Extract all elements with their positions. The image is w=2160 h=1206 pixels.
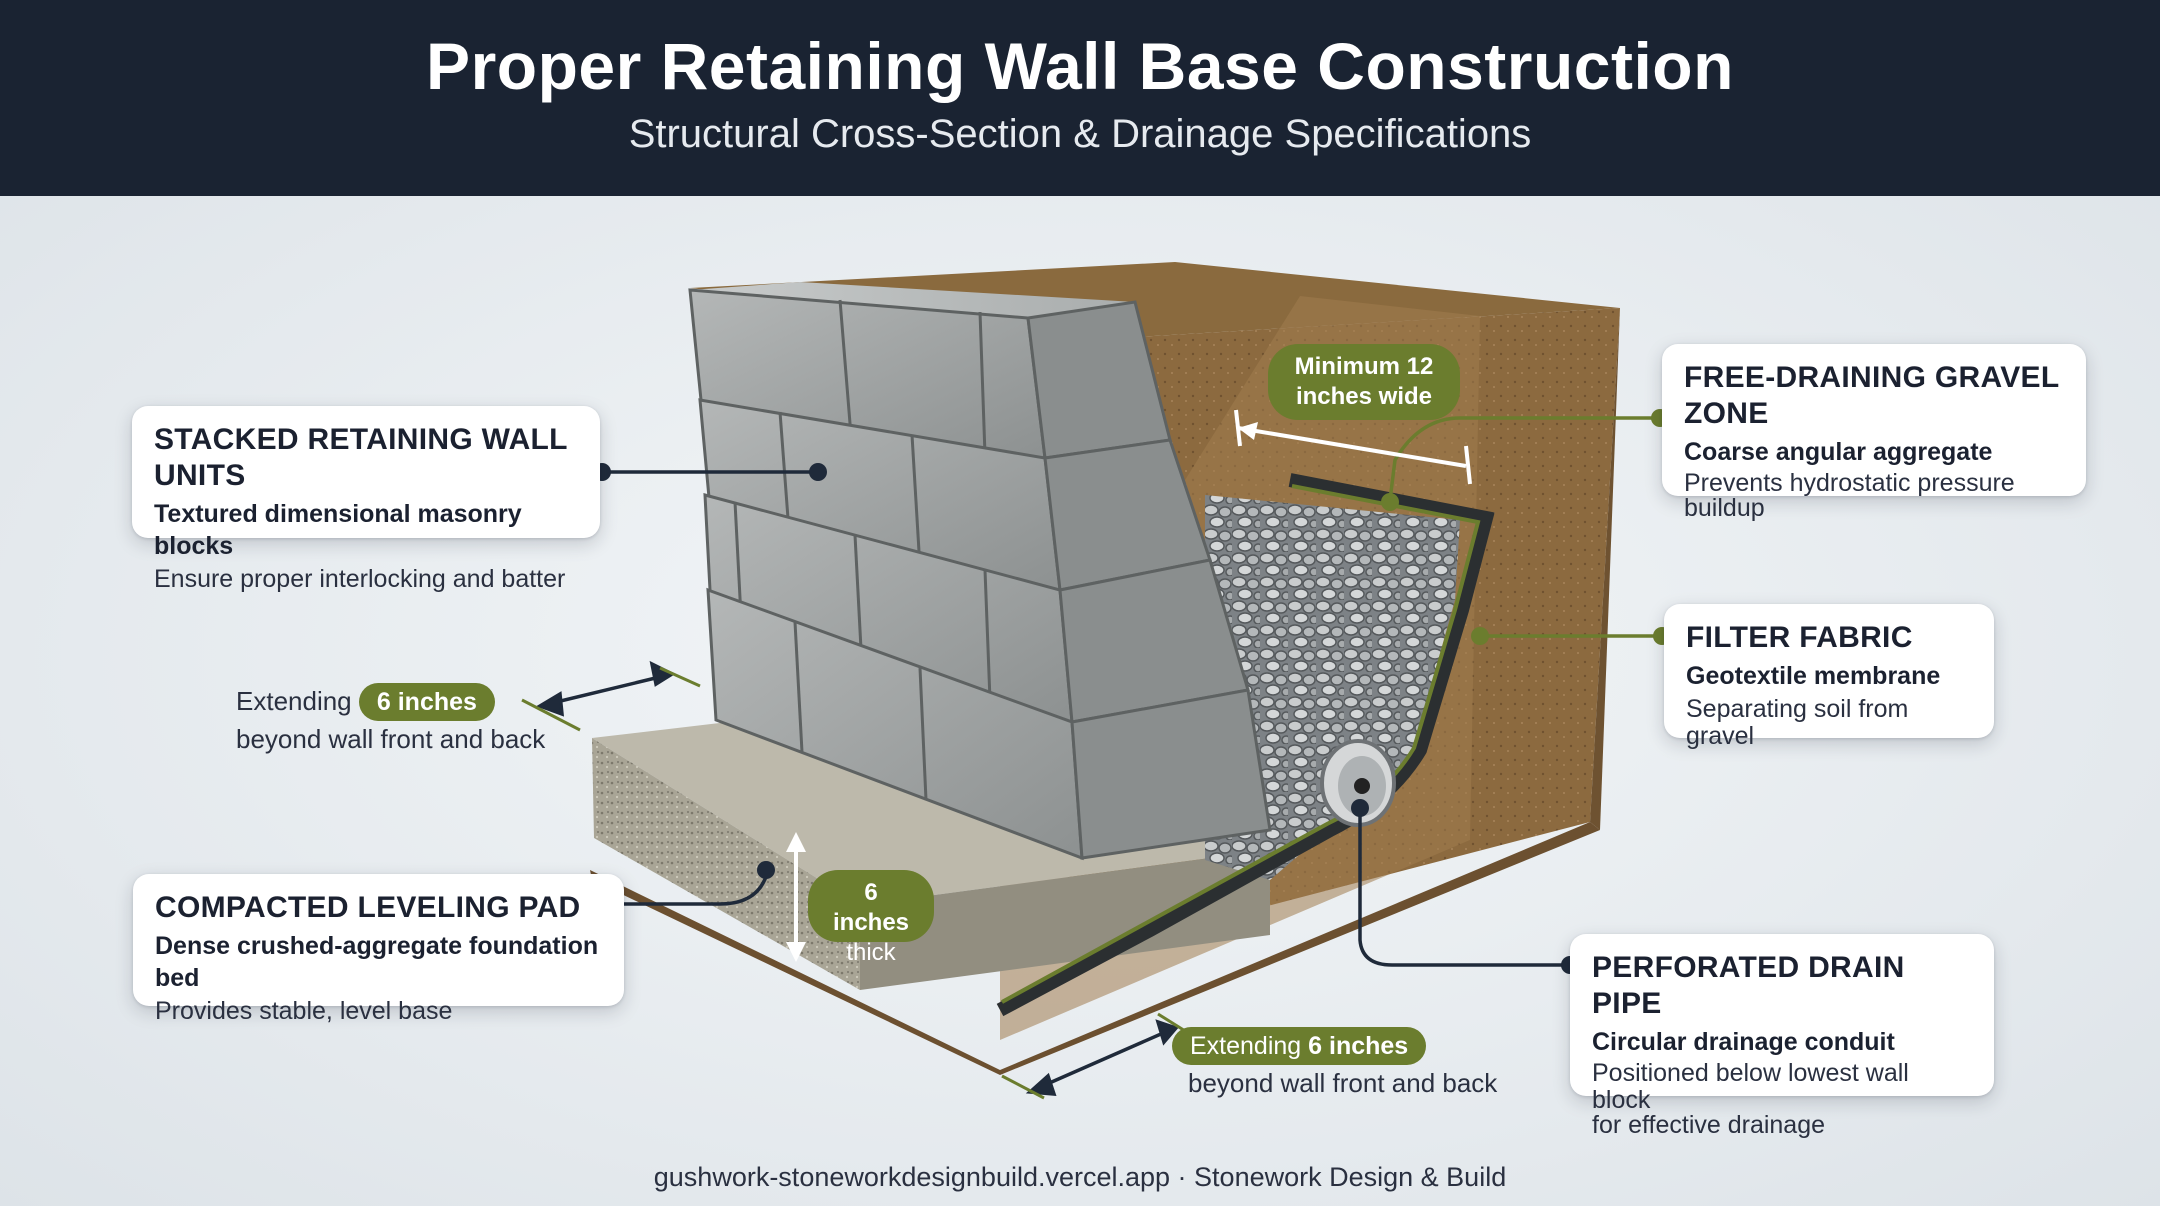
gravel-zone [1205,495,1460,880]
callout-description-cont: for effective drainage [1592,1111,1826,1139]
callout-description: Positioned below lowest wall block [1592,1059,1909,1114]
callout-title: FREE-DRAINING GRAVEL ZONE [1684,361,2059,430]
callout-subtitle: Textured dimensional masonry blocks [154,500,522,560]
drain-pipe-graphic [1320,739,1396,827]
footer-credit: gushwork-stoneworkdesignbuild.vercel.app… [653,1162,1507,1192]
callout-subtitle: Geotextile membrane [1686,662,1941,690]
callout-title: COMPACTED LEVELING PAD [155,891,581,924]
header-banner: Proper Retaining Wall Base Construction … [0,0,2160,196]
page-title: Proper Retaining Wall Base Construction [426,29,1734,103]
callout-description-cont: buildup [1684,494,1765,522]
callout-filter-fabric: FILTER FABRIC Geotextile membrane Separa… [1664,604,1994,750]
block-wall [688,282,1272,861]
extend-bottom-note: Extending 6 inches beyond wall front and… [1172,1027,1497,1101]
extend-bottom-suffix: beyond wall front and back [1188,1068,1498,1098]
callout-description: Separating soil from gravel [1686,695,1909,750]
callout-subtitle: Circular drainage conduit [1592,1028,1895,1056]
callout-title: STACKED RETAINING WALL UNITS [154,423,568,492]
extend-left-prefix: Extending [236,686,352,716]
callout-subtitle: Coarse angular aggregate [1684,438,1993,466]
callout-title: PERFORATED DRAIN PIPE [1592,951,1905,1020]
callout-wall-units: STACKED RETAINING WALL UNITS Textured di… [132,406,600,593]
callout-subtitle: Dense crushed-aggregate foundation bed [155,932,599,992]
extend-left-note: Extending 6 inches beyond wall front and… [236,683,545,757]
callout-leveling-pad: COMPACTED LEVELING PAD Dense crushed-agg… [133,874,624,1025]
soil-right-face [1590,308,1620,830]
extend-bottom-pill: 6 inches [1308,1032,1409,1060]
extend-left-suffix: beyond wall front and back [236,724,546,754]
leveling-pad-side [860,850,1270,990]
callout-description: Provides stable, level base [155,997,453,1025]
pad-thickness-label: 6 inches thick [808,870,934,966]
extend-bottom-pill-wrap: Extending 6 inches [1172,1027,1427,1065]
min-width-label: Minimum 12 inches wide [1268,344,1460,420]
callout-drain-pipe: PERFORATED DRAIN PIPE Circular drainage … [1570,934,1994,1139]
dimension-arrows [521,409,1472,1100]
extend-bottom-prefix: Extending [1190,1032,1302,1060]
callout-description: Ensure proper interlocking and batter [154,565,566,593]
page-subtitle: Structural Cross-Section & Drainage Spec… [628,112,1532,156]
callout-gravel-zone: FREE-DRAINING GRAVEL ZONE Coarse angular… [1662,344,2086,522]
extend-left-pill: 6 inches [358,683,495,721]
callout-description: Prevents hydrostatic pressure [1684,469,2015,497]
leveling-pad-front [592,738,860,990]
callout-title: FILTER FABRIC [1686,621,1913,654]
